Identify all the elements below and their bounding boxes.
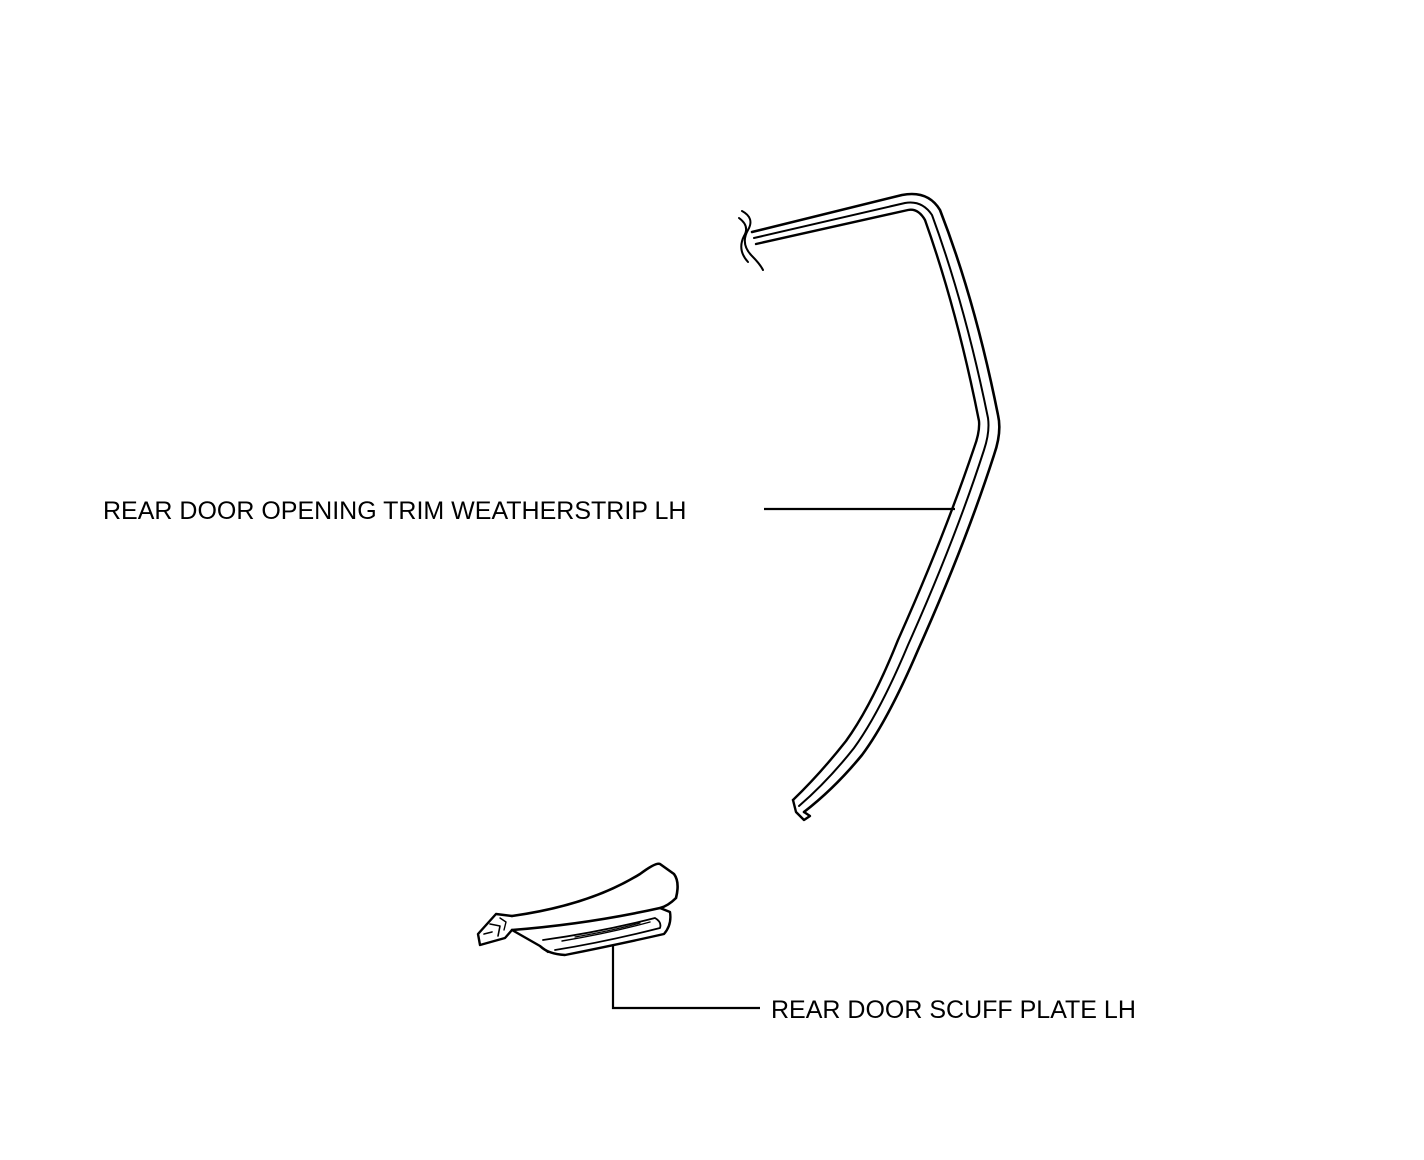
- weatherstrip-label: REAR DOOR OPENING TRIM WEATHERSTRIP LH: [103, 497, 686, 525]
- scuff-plate-left-tab: [476, 912, 514, 947]
- scuff-plate-top-outline: [510, 862, 679, 932]
- weatherstrip-middle-edge: [753, 201, 990, 807]
- weatherstrip-part: [738, 192, 1001, 822]
- scuff-plate-recess-inner: [561, 921, 651, 942]
- weatherstrip-break-line-2: [738, 217, 749, 263]
- scuff-plate-tab-detail: [483, 923, 501, 937]
- scuff-plate-lower-edge: [538, 944, 550, 954]
- scuff-plate-label: REAR DOOR SCUFF PLATE LH: [771, 996, 1136, 1024]
- weatherstrip-end-cap: [791, 798, 812, 822]
- scuff-plate-tab-slot: [499, 917, 507, 931]
- weatherstrip-inner-edge: [754, 208, 981, 802]
- scuff-plate-leader-line: [611, 946, 760, 1010]
- scuff-plate-recess-outer: [542, 917, 662, 951]
- weatherstrip-outer-edge: [750, 192, 1001, 814]
- weatherstrip-break-line-1: [741, 210, 764, 271]
- scuff-plate-recess-inner-2: [574, 922, 641, 938]
- scuff-plate-part: [476, 862, 679, 957]
- scuff-plate-front-face: [510, 906, 672, 957]
